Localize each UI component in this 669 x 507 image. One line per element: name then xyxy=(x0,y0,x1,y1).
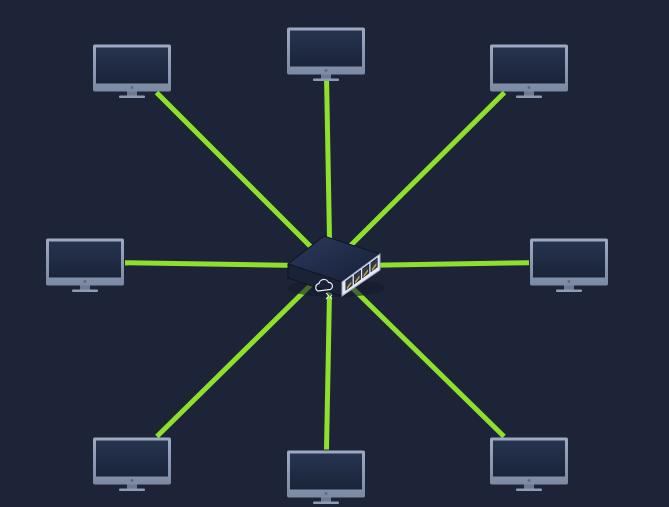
monitor-stand-base xyxy=(119,488,145,491)
monitor-bottom-right-icon xyxy=(490,437,568,491)
monitor-stand-neck xyxy=(80,285,90,290)
monitor-screen xyxy=(290,453,362,490)
network-switch xyxy=(286,235,384,300)
cloud-outline xyxy=(315,278,334,292)
sync-arrows xyxy=(325,292,333,300)
monitor-logo xyxy=(324,492,328,495)
monitor-screen xyxy=(96,47,168,84)
switch-port-contact xyxy=(363,269,368,278)
monitor-top-left-icon xyxy=(93,44,171,98)
monitor-logo xyxy=(527,86,531,89)
monitor-screen xyxy=(493,47,565,84)
link-hub-to-monitor-top xyxy=(324,75,333,267)
node-layer xyxy=(46,27,608,504)
switch-port-contact xyxy=(371,262,377,272)
monitor-stand-base xyxy=(119,95,145,98)
monitor-right-icon xyxy=(530,238,608,292)
monitor-logo xyxy=(83,280,87,283)
link-hub-to-monitor-top-left xyxy=(154,90,332,268)
monitor-top-right-icon xyxy=(490,44,568,98)
monitor-logo xyxy=(130,479,134,482)
monitor-stand-neck xyxy=(127,91,137,96)
monitor-left-icon xyxy=(46,238,124,292)
link-hub-to-monitor-top-right xyxy=(328,90,507,268)
monitor-logo xyxy=(527,479,531,482)
monitor-stand-base xyxy=(516,488,542,491)
monitor-stand-base xyxy=(313,501,339,504)
monitor-stand-neck xyxy=(321,497,331,502)
link-hub-to-monitor-bottom-left xyxy=(155,264,332,439)
monitor-bottom-left-icon xyxy=(93,437,171,491)
monitor-stand-neck xyxy=(524,484,534,489)
monitor-logo xyxy=(324,69,328,72)
monitor-stand-base xyxy=(313,78,339,81)
switch-port-contact xyxy=(346,281,352,290)
monitor-bottom-icon xyxy=(287,450,365,504)
monitor-logo xyxy=(567,280,571,283)
monitor-stand-base xyxy=(556,289,582,292)
monitor-screen xyxy=(290,30,362,67)
monitor-stand-base xyxy=(72,289,98,292)
monitor-stand-base xyxy=(516,95,542,98)
monitor-stand-neck xyxy=(321,74,331,79)
switch-port-contact xyxy=(355,275,360,284)
monitor-screen xyxy=(96,440,168,477)
monitor-screen xyxy=(49,241,121,278)
monitor-logo xyxy=(130,86,134,89)
monitor-stand-neck xyxy=(127,484,137,489)
monitor-top-icon xyxy=(287,27,365,81)
monitor-screen xyxy=(533,241,605,278)
monitor-stand-neck xyxy=(524,91,534,96)
monitor-screen xyxy=(493,440,565,477)
cloud-sync-icon xyxy=(315,278,334,300)
monitor-stand-neck xyxy=(564,285,574,290)
